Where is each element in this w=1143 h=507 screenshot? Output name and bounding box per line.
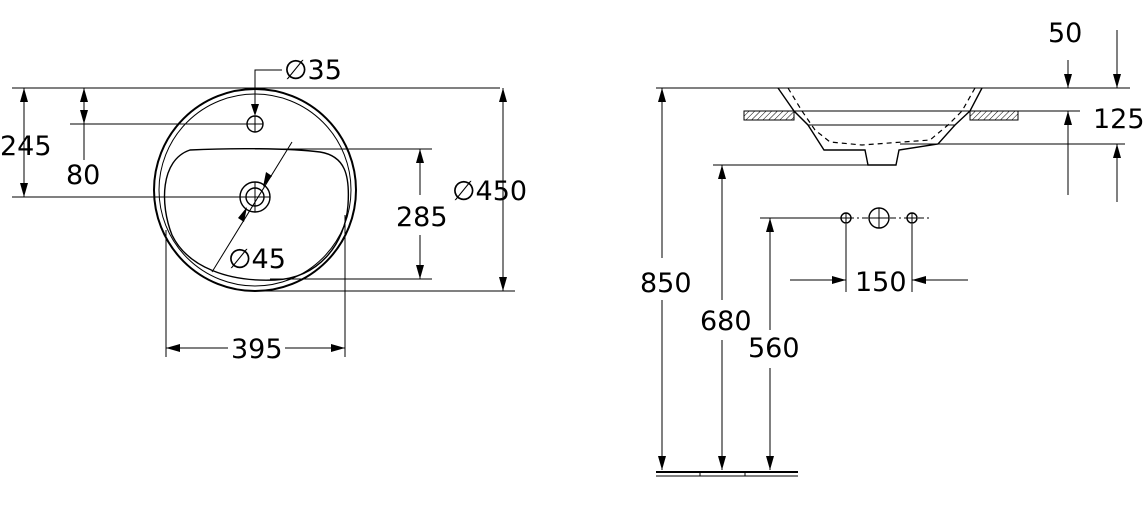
rim-height-dim: 50	[1048, 18, 1082, 49]
top-height-dim: 850	[640, 268, 692, 299]
basin-profile	[777, 87, 983, 166]
basin-inner-dashed	[787, 87, 976, 146]
outer-diameter-label: ∅450	[452, 176, 527, 207]
tap-spacing-dim: 150	[855, 267, 907, 298]
underside-height-dim: 680	[700, 306, 752, 337]
waste-diameter-label: ∅45	[228, 244, 286, 275]
tap-hole-diameter-label: ∅35	[284, 55, 342, 86]
rim-to-waste-dim: 245	[0, 131, 52, 162]
bowl-outline	[163, 147, 350, 281]
rim-to-tap-hole-dim: 80	[66, 160, 100, 191]
side-view: 50 125 850 680 560	[640, 18, 1143, 477]
bowl-depth-dim: 285	[396, 202, 448, 233]
top-view: ∅35 ∅45 245 80 285 ∅450	[0, 55, 527, 365]
countertop-left	[743, 110, 795, 121]
bowl-width-dim: 395	[231, 334, 283, 365]
basin-depth-dim: 125	[1093, 104, 1143, 135]
tap-height-dim: 560	[748, 333, 800, 364]
countertop-right	[969, 110, 1019, 121]
